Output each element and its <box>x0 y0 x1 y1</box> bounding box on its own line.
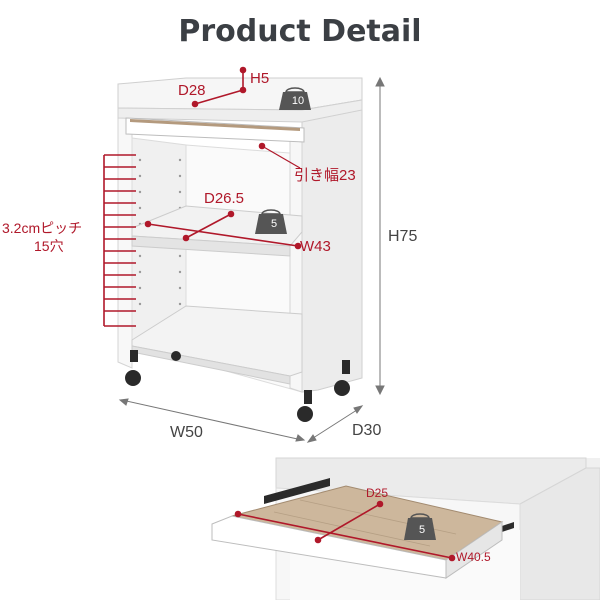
dimension-label-d25: D25 <box>366 486 389 500</box>
weight-icon <box>279 87 311 110</box>
tray-detail-inset <box>211 457 600 600</box>
cabinet-left-side <box>117 107 133 369</box>
red-dimension-lines <box>103 66 302 327</box>
load-limit-shelf: 5 <box>270 218 278 230</box>
dimension-label-pullout: 引き幅23 <box>294 167 356 184</box>
load-limit-top: 10 <box>291 95 305 107</box>
cabinet-back-riser <box>117 77 363 111</box>
hole-count-label: 15穴 <box>34 238 64 254</box>
dimension-label-h5: H5 <box>250 70 270 87</box>
weight-icon <box>404 513 436 540</box>
overall-dimension-lines <box>118 76 385 443</box>
page-title: Product Detail <box>178 14 422 49</box>
weight-icon <box>255 209 287 234</box>
dimension-label-d28: D28 <box>178 82 206 99</box>
load-limit-tray: 5 <box>418 524 426 536</box>
casters <box>125 350 350 422</box>
dimension-label-h75: H75 <box>388 228 418 245</box>
hole-pitch-label: 3.2cmピッチ <box>2 220 83 236</box>
dimension-label-d30: D30 <box>352 422 382 439</box>
dimension-label-d26-5: D26.5 <box>204 190 245 207</box>
dimension-label-w50: W50 <box>170 424 203 441</box>
dimension-label-w40-5: W40.5 <box>456 550 491 564</box>
dimension-label-w43: W43 <box>300 238 331 255</box>
